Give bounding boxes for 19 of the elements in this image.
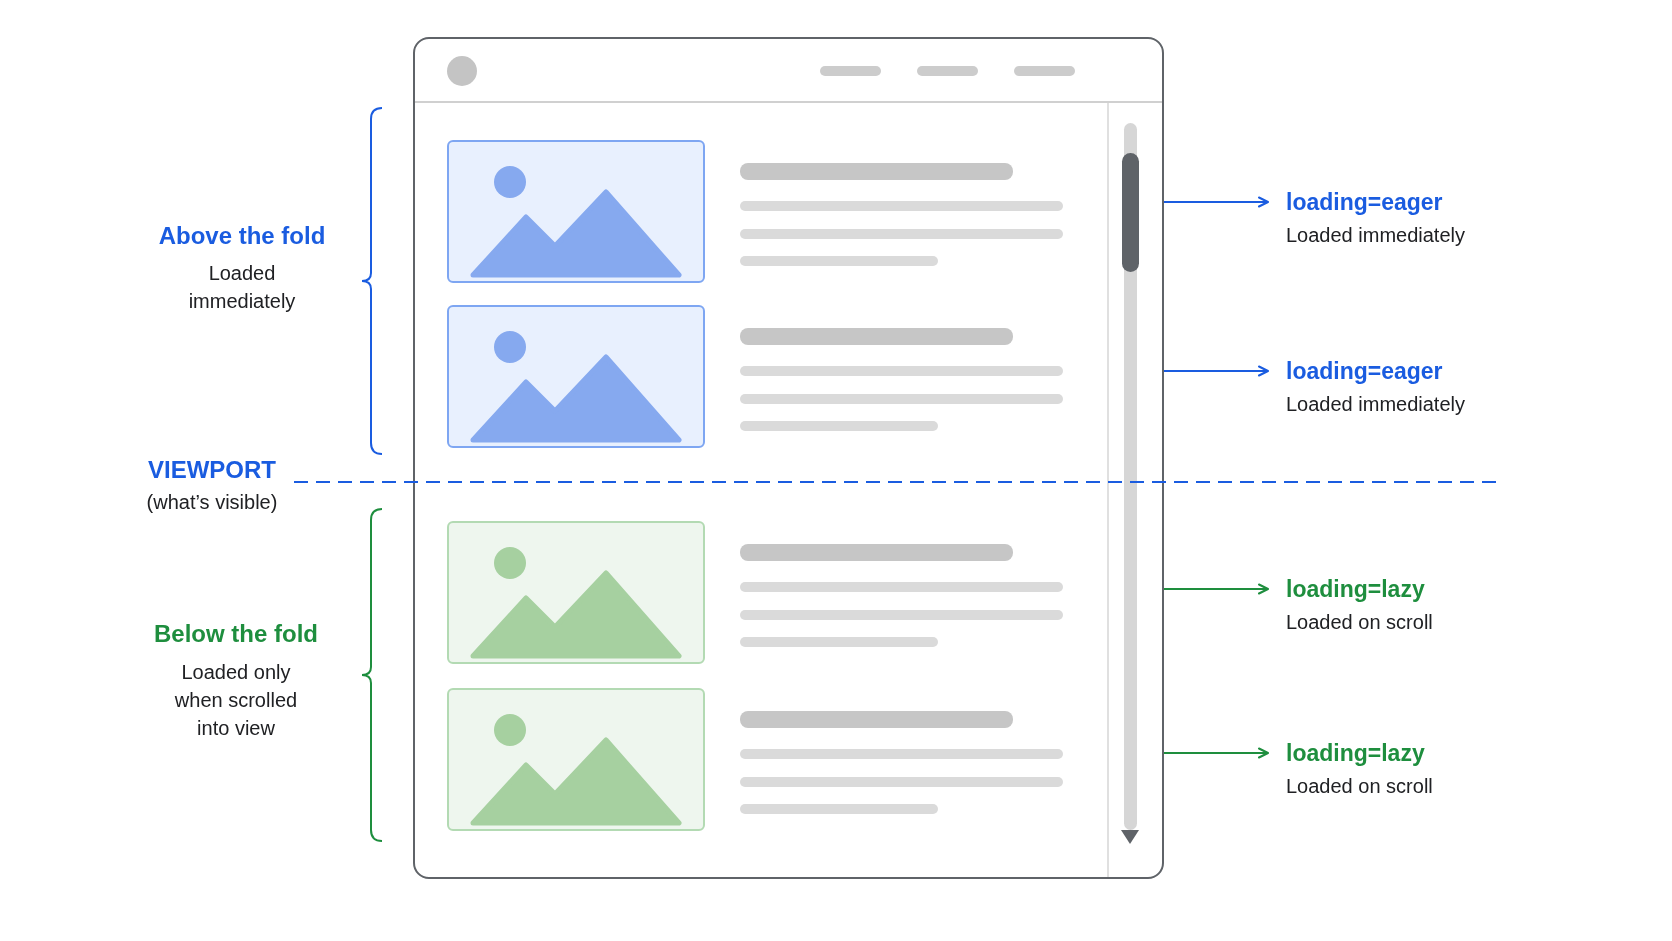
arrow xyxy=(1163,365,1269,377)
attribute-label: loading=eager xyxy=(1286,188,1444,216)
browser-window xyxy=(413,37,1164,879)
arrow xyxy=(1163,747,1269,759)
section-heading: Above the fold xyxy=(158,221,326,251)
attribute-label: loading=eager xyxy=(1286,357,1444,385)
section-heading: Below the fold xyxy=(154,619,318,649)
description-text: Loaded immediately xyxy=(1286,223,1465,248)
description-text: Loaded on scroll xyxy=(1286,774,1433,799)
arrow xyxy=(1163,196,1269,208)
attribute-label: loading=lazy xyxy=(1286,575,1426,603)
description-text: Loaded immediately xyxy=(1286,392,1465,417)
description-text: Loaded on scroll xyxy=(1286,610,1433,635)
section-description: Loaded only when scrolled into view xyxy=(173,660,299,741)
attribute-label: loading=lazy xyxy=(1286,739,1426,767)
viewport-label: VIEWPORT xyxy=(148,455,276,485)
section-description: Loaded immediately xyxy=(187,261,297,314)
arrow xyxy=(1163,583,1269,595)
viewport-note: (what’s visible) xyxy=(146,490,278,515)
